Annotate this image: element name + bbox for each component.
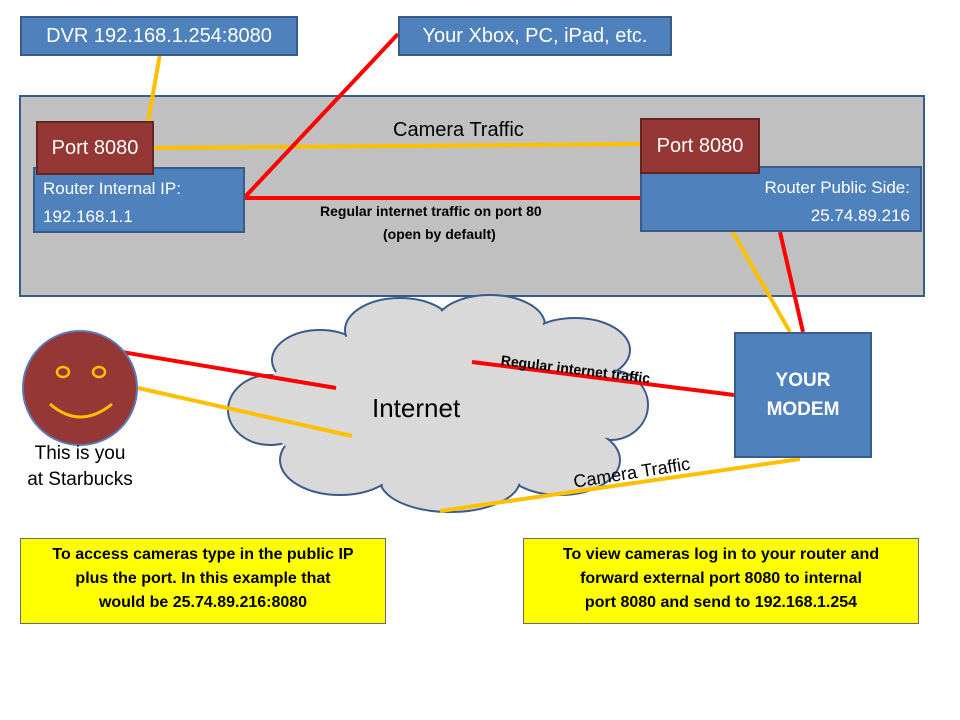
port-right-label: Port 8080 (656, 134, 744, 157)
camera-traffic-top-label: Camera Traffic (393, 119, 524, 141)
access-note-line1: To access cameras type in the public IP (52, 546, 354, 563)
access-cameras-note: To access cameras type in the public IP … (20, 538, 386, 624)
router-public-box: Router Public Side: 25.74.89.216 (640, 166, 922, 232)
router-internal-box: Router Internal IP: 192.168.1.1 (33, 167, 245, 233)
dvr-label: DVR 192.168.1.254:8080 (46, 24, 272, 47)
forward-note-line1: To view cameras log in to your router an… (562, 546, 880, 563)
access-note-line3: would be 25.74.89.216:8080 (98, 594, 308, 611)
open-by-default-label: (open by default) (383, 226, 496, 242)
devices-label: Your Xbox, PC, iPad, etc. (422, 24, 648, 47)
port-left-box: Port 8080 (36, 121, 154, 175)
internet-to-modem-camera-line (439, 457, 801, 513)
you-label-line2: at Starbucks (27, 469, 133, 490)
devices-box: Your Xbox, PC, iPad, etc. (398, 16, 672, 56)
router-internal-title: Router Internal IP: (43, 179, 181, 198)
modem-label-line2: MODEM (766, 399, 840, 420)
dvr-box: DVR 192.168.1.254:8080 (20, 16, 298, 56)
access-note-line2: plus the port. In this example that (75, 570, 331, 587)
camera-traffic-router-line (153, 142, 641, 150)
internet-cloud-fill (230, 297, 646, 510)
modem-label-line1: YOUR (775, 370, 831, 391)
port-forward-note: To view cameras log in to your router an… (523, 538, 919, 624)
port-left-label: Port 8080 (51, 136, 139, 159)
you-to-internet-red-line (121, 350, 337, 390)
dvr-to-port-line (146, 53, 162, 123)
you-label: This is you at Starbucks (10, 441, 150, 493)
forward-note-line2: forward external port 8080 to internal (580, 570, 862, 587)
regular-traffic-port80-label: Regular internet traffic on port 80 (320, 203, 542, 219)
forward-note-line3: port 8080 and send to 192.168.1.254 (584, 594, 858, 611)
router-public-ip: 25.74.89.216 (810, 206, 910, 225)
modem-box: YOUR MODEM (734, 332, 872, 458)
you-label-line1: This is you (34, 443, 126, 464)
router-public-title: Router Public Side: (764, 178, 910, 197)
you-to-internet-camera-line (137, 386, 353, 438)
router-internal-ip: 192.168.1.1 (43, 207, 133, 226)
router-to-modem-red-line (778, 231, 805, 333)
port-right-box: Port 8080 (640, 118, 760, 174)
internet-label: Internet (372, 393, 461, 423)
devices-to-router-line (242, 32, 400, 200)
internet-to-modem-red-line (471, 360, 735, 397)
smiley-face-icon (22, 330, 138, 446)
